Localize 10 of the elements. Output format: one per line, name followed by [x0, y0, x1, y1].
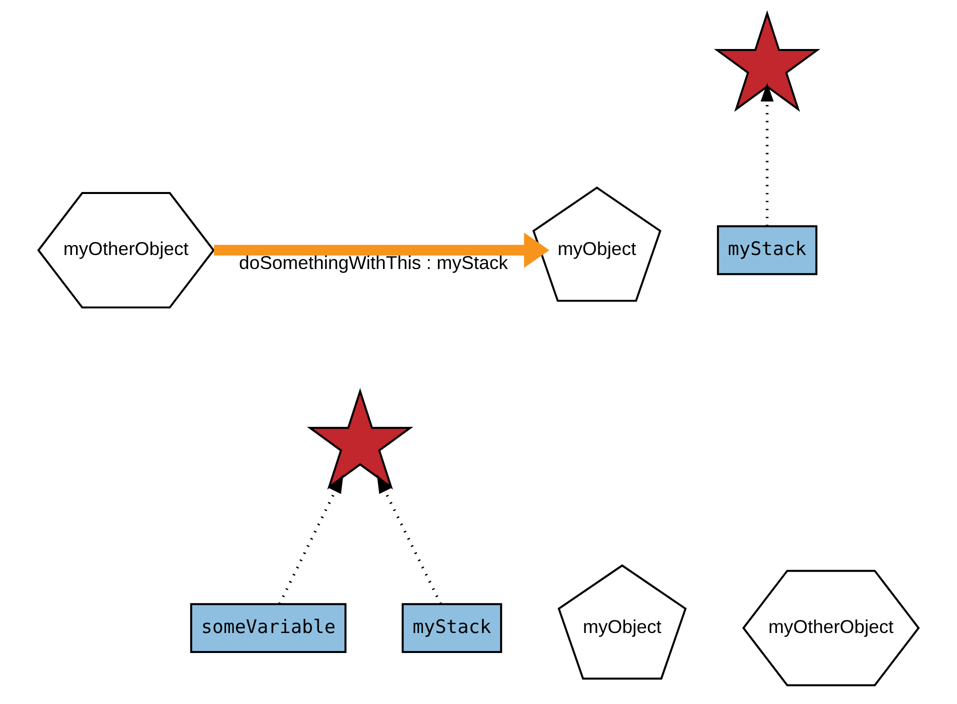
arrow: [214, 232, 550, 268]
node-box: myStack: [402, 603, 502, 653]
node-box: someVariable: [190, 603, 346, 653]
node-star: [306, 388, 414, 490]
arrow: [760, 82, 774, 226]
arrow: [376, 474, 442, 604]
node-star: [714, 10, 820, 112]
node-box: myStack: [716, 225, 818, 276]
edge-label: doSomethingWithThis : myStack: [239, 252, 508, 274]
arrow: [278, 474, 344, 604]
